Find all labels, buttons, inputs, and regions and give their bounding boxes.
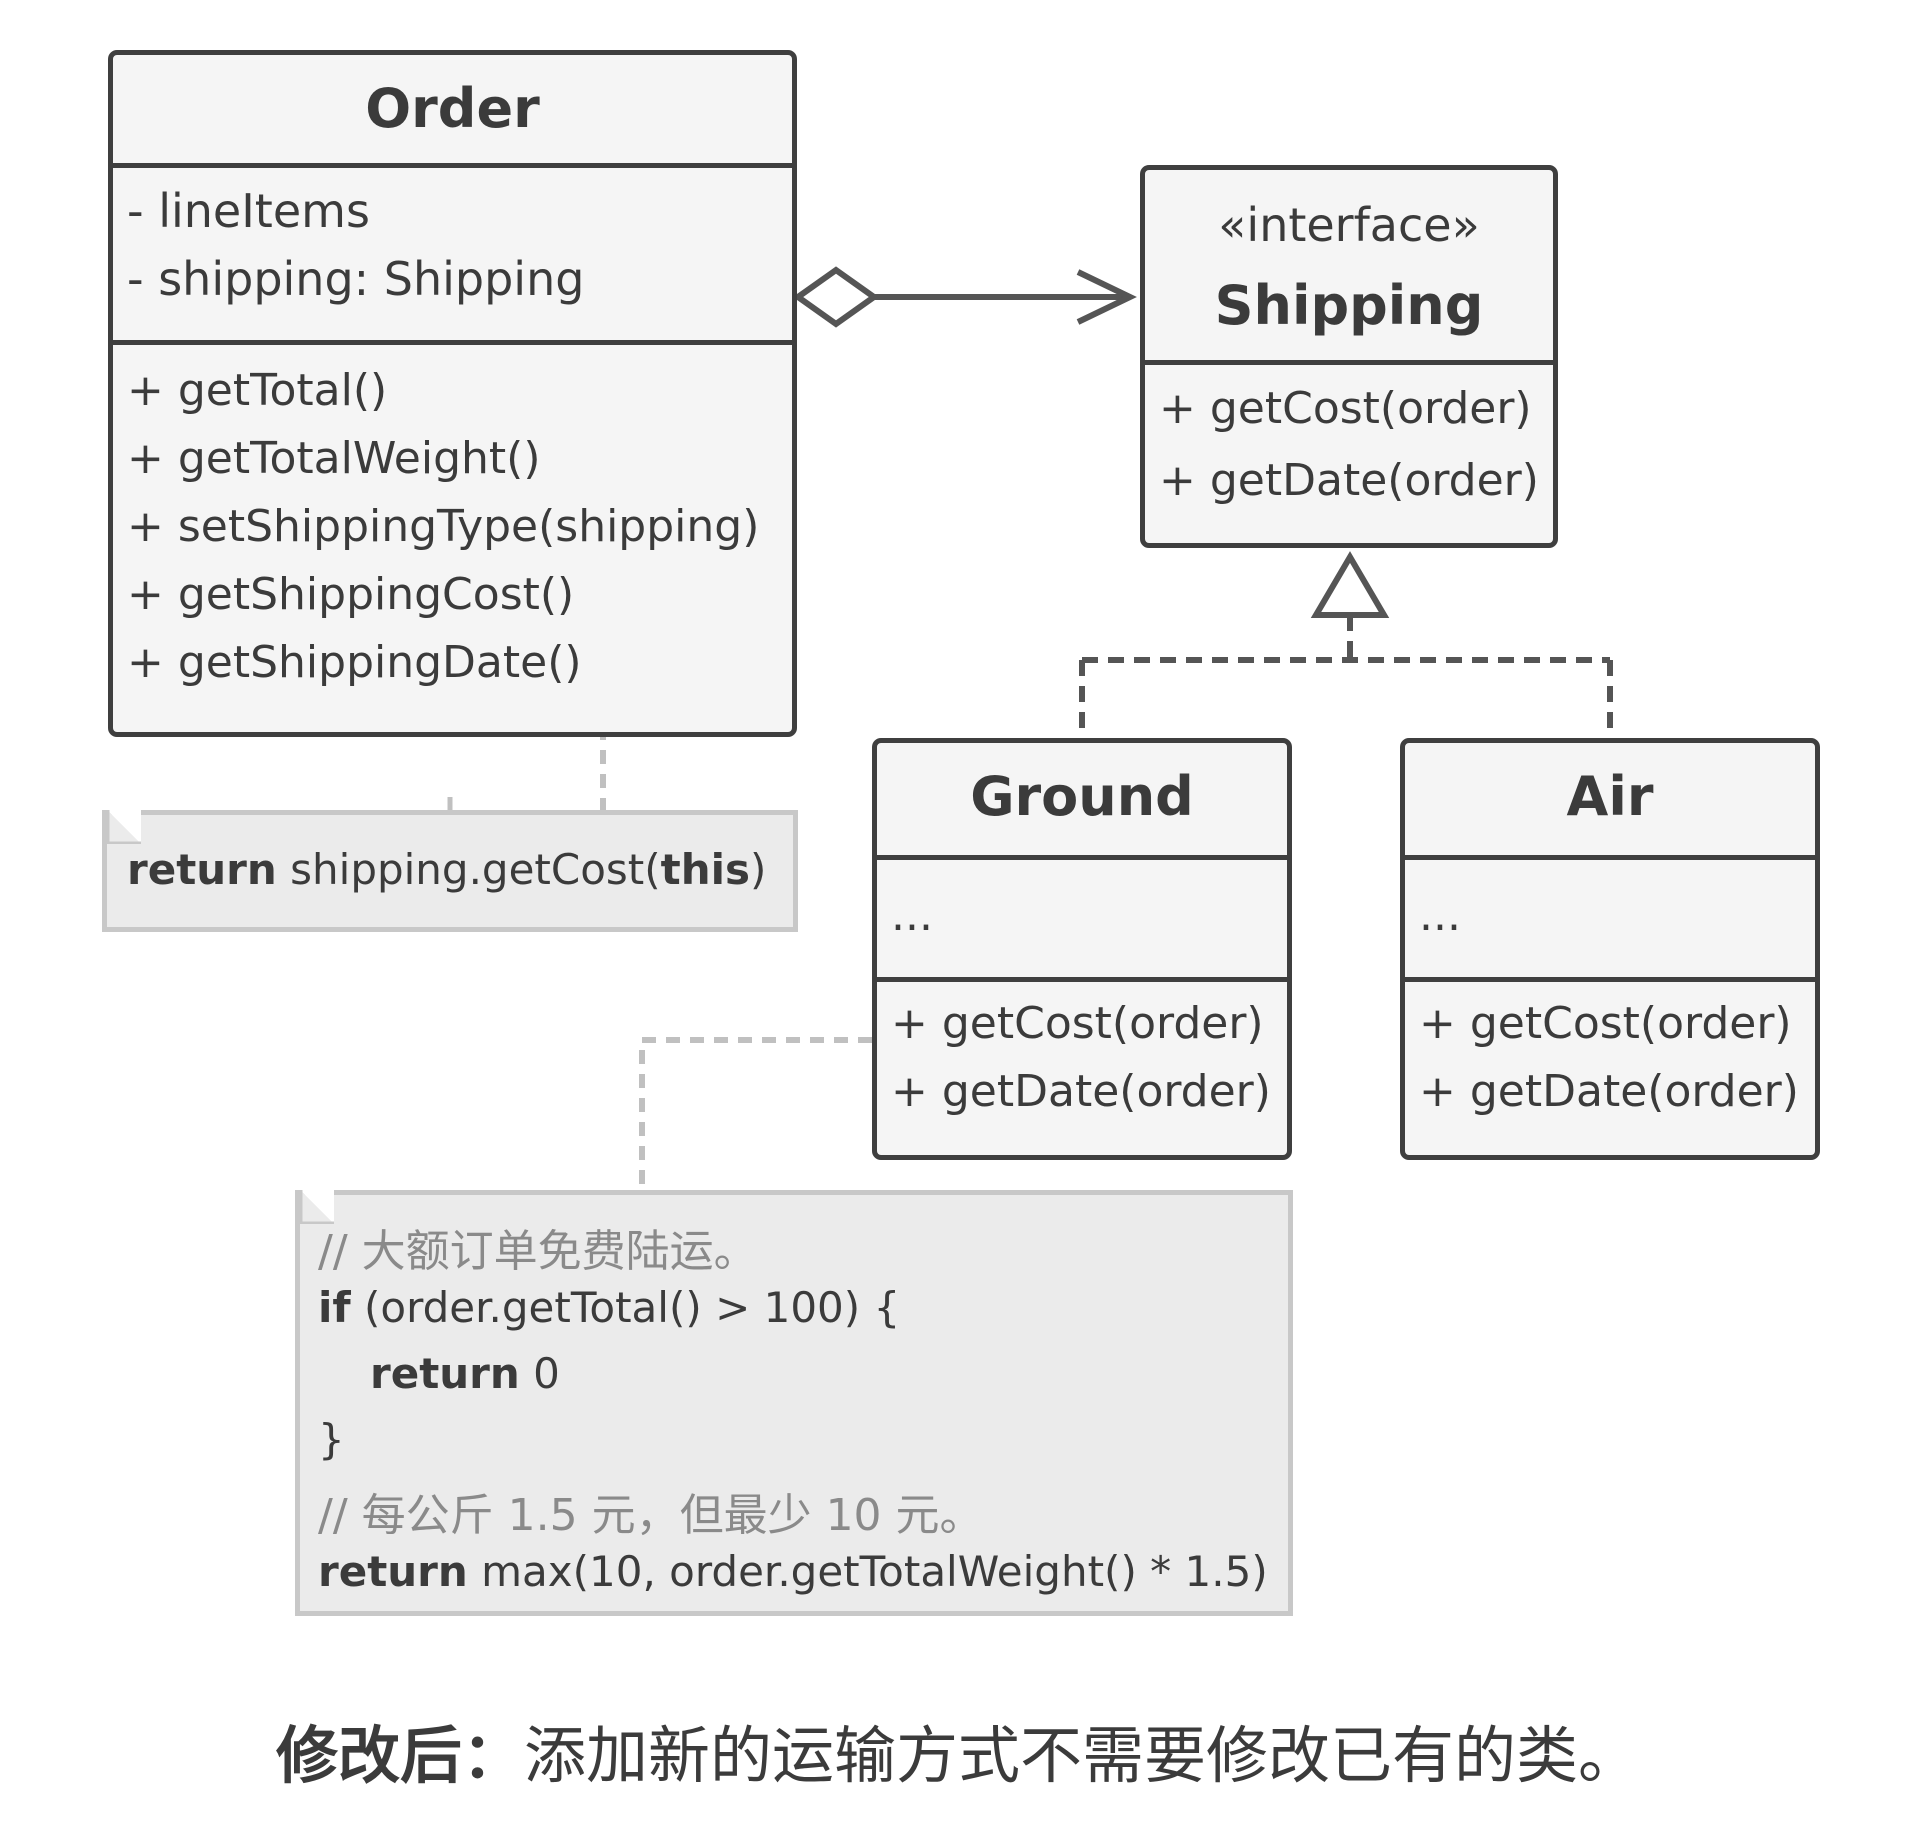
order-method: + getShippingDate() [127,637,582,688]
order-method: + getTotalWeight() [127,433,541,484]
order-class: Order - lineItems - shipping: Shipping +… [108,50,797,737]
ground-field: ... [891,890,933,941]
air-method: + getCost(order) [1419,998,1792,1049]
air-method: + getDate(order) [1419,1066,1799,1117]
code-line: } [318,1415,345,1464]
realization-triangle [1310,551,1390,618]
caption-label: 修改后： [275,1719,524,1792]
code-line: return 0 [370,1349,560,1398]
air-title: Air [1566,765,1654,828]
order-field: - shipping: Shipping [127,252,585,306]
shipping-methods: + getCost(order) + getDate(order) [1145,360,1553,543]
ground-fields: ... [877,855,1287,977]
aggregation-arrowhead [1076,269,1137,325]
code-text: 0 [519,1349,560,1398]
ground-method: + getDate(order) [891,1066,1271,1117]
air-fields: ... [1405,855,1815,977]
code-text: shipping.getCost( [276,845,661,894]
shipping-title: Shipping [1214,274,1484,337]
shipping-method: + getCost(order) [1159,383,1532,434]
code-keyword: return [318,1547,468,1596]
order-fields: - lineItems - shipping: Shipping [113,163,792,340]
air-methods: + getCost(order) + getDate(order) [1405,977,1815,1155]
aggregation-diamond [792,266,880,328]
order-method: + setShippingType(shipping) [127,501,760,552]
code-keyword: this [660,845,751,894]
order-note: return shipping.getCost(this) [102,810,798,932]
air-field: ... [1419,890,1461,941]
code-text: (order.getTotal() > 100) { [350,1283,901,1332]
note-fold-icon [107,810,141,844]
code-text: max(10, order.getTotalWeight() * 1.5) [467,1547,1268,1596]
ground-note-line [639,1037,872,1190]
code-keyword: if [318,1283,351,1332]
diagram-caption: 修改后：添加新的运输方式不需要修改已有的类。 [0,1705,1916,1795]
air-class: Air ... + getCost(order) + getDate(order… [1400,738,1820,1160]
order-note-code: return shipping.getCost(this) [127,845,766,894]
code-line: return max(10, order.getTotalWeight() * … [318,1547,1268,1596]
code-keyword: return [127,845,277,894]
order-method: + getTotal() [127,365,388,416]
order-field: - lineItems [127,184,370,238]
code-line: if (order.getTotal() > 100) { [318,1283,900,1332]
shipping-method: + getDate(order) [1159,455,1539,506]
caption-text: 添加新的运输方式不需要修改已有的类。 [524,1719,1641,1792]
order-title: Order [365,77,540,140]
ground-class: Ground ... + getCost(order) + getDate(or… [872,738,1292,1160]
note-fold-icon [300,1190,334,1224]
code-comment: // 大额订单免费陆运。 [318,1226,758,1277]
code-text: ) [750,845,767,894]
order-method: + getShippingCost() [127,569,575,620]
code-comment: // 每公斤 1.5 元，但最少 10 元。 [318,1490,984,1541]
shipping-stereotype: «interface» [1218,198,1480,252]
ground-title: Ground [970,765,1194,828]
ground-methods: + getCost(order) + getDate(order) [877,977,1287,1155]
ground-note: // 大额订单免费陆运。 if (order.getTotal() > 100)… [295,1190,1293,1616]
ground-method: + getCost(order) [891,998,1264,1049]
code-keyword: return [370,1349,520,1398]
shipping-interface: «interface» Shipping + getCost(order) + … [1140,165,1558,548]
order-methods: + getTotal() + getTotalWeight() + setShi… [113,340,792,732]
